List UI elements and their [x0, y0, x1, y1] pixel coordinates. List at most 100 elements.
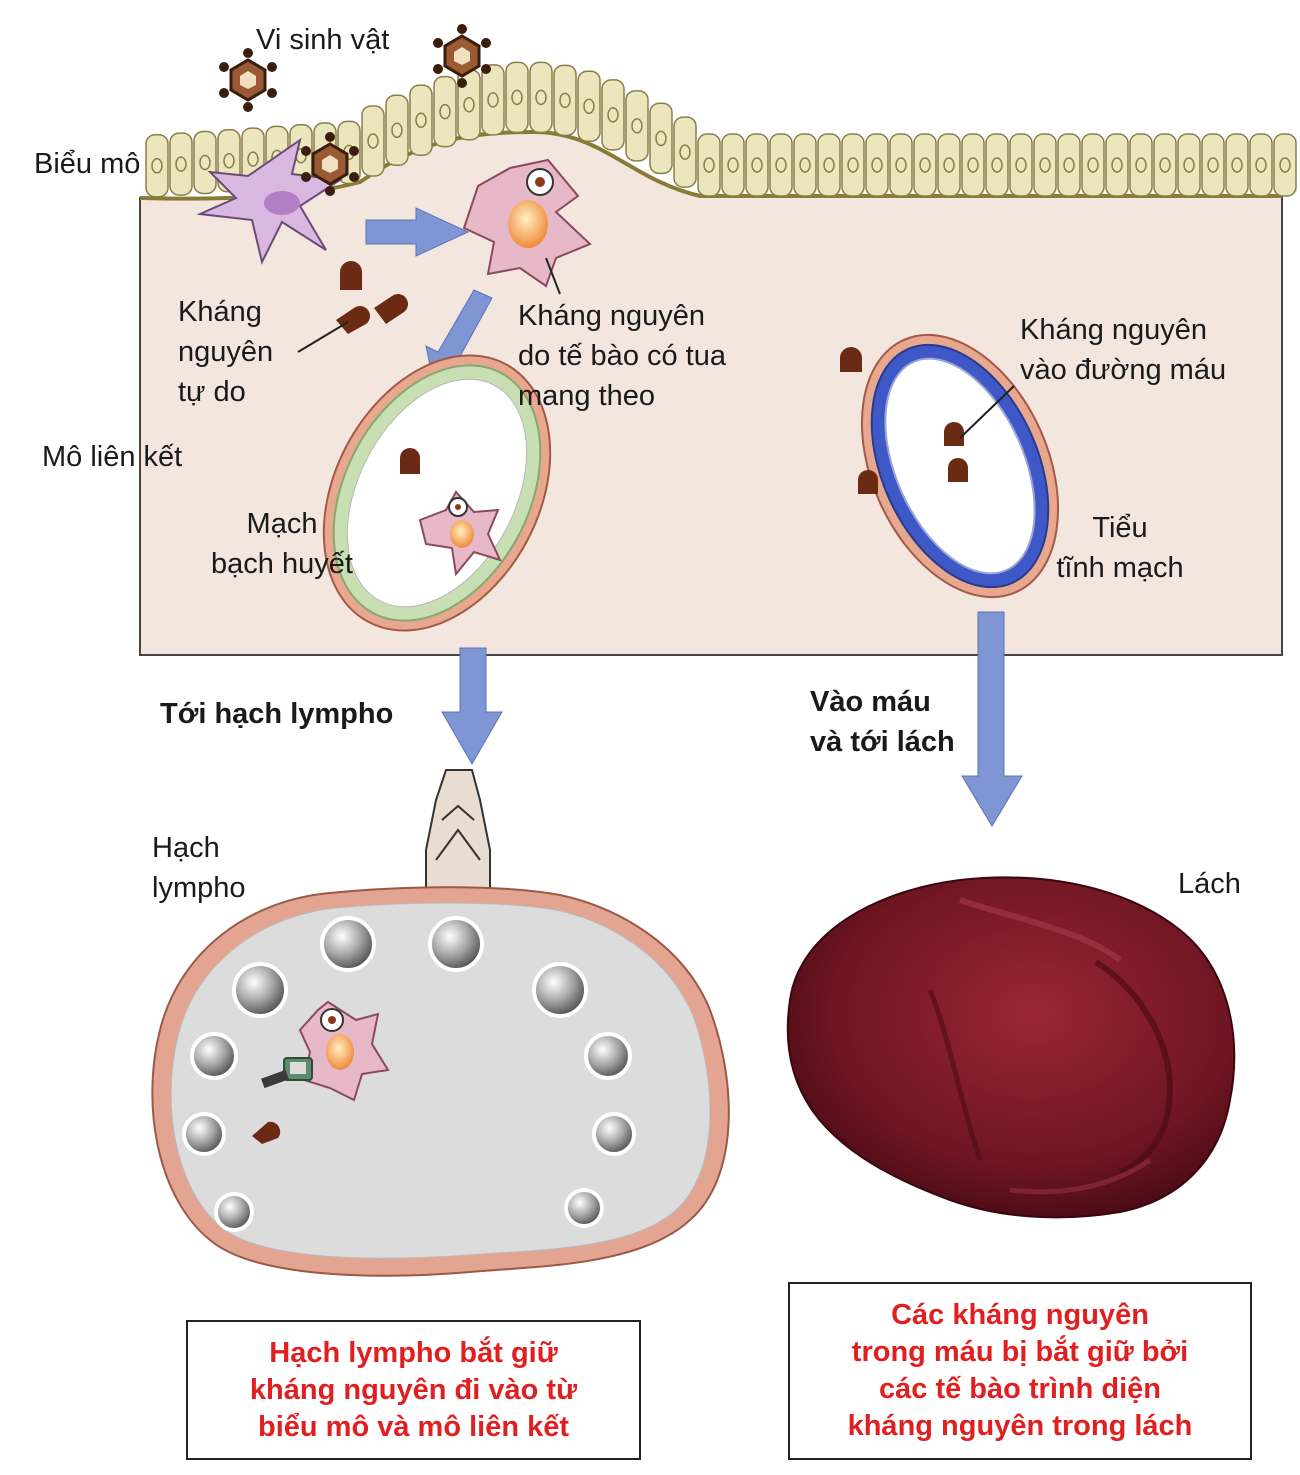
epithelial-cell [745, 133, 769, 197]
cell-nucleus [508, 200, 548, 248]
epithelial-cell [481, 64, 505, 136]
processed-antigen-icon [328, 1016, 336, 1024]
epithelial-nucleus [583, 98, 595, 115]
epithelial-nucleus [1207, 157, 1219, 173]
lymphoid-follicle [584, 1032, 632, 1080]
lymph-node-caption: Hạch lympho bắt giữ kháng nguyên đi vào … [186, 1320, 641, 1460]
epithelial-cell [1273, 133, 1297, 197]
epithelial-cell [721, 133, 745, 197]
venule-label: Tiểu tĩnh mạch [1040, 508, 1200, 588]
epithelial-nucleus [631, 118, 643, 134]
epithelial-nucleus [1111, 157, 1123, 173]
epithelial-nucleus [967, 157, 979, 173]
epithelial-nucleus [511, 89, 523, 106]
microbe-icon [301, 132, 359, 196]
lymph-node-label: Hạch lympho [152, 828, 246, 908]
epithelial-nucleus [655, 130, 667, 147]
epithelial-nucleus [943, 157, 955, 173]
epithelial-cell [985, 133, 1009, 197]
connective-tissue-label: Mô liên kết [42, 441, 183, 473]
label-line: Tiểu [1092, 512, 1148, 544]
epithelial-cell [1177, 133, 1201, 197]
caption-line: kháng nguyên trong lách [847, 1410, 1193, 1442]
to-blood-spleen-label: Vào máu và tới lách [810, 682, 955, 762]
cell-nucleus [326, 1034, 354, 1070]
epithelium-label: Biểu mô [34, 148, 141, 180]
epithelial-cell [1129, 133, 1153, 197]
caption-line: trong máu bị bắt giữ bởi [851, 1336, 1189, 1368]
epithelial-cell [673, 116, 697, 188]
epithelial-cell [553, 64, 577, 137]
epithelial-nucleus [199, 154, 211, 171]
epithelial-cell [841, 133, 865, 197]
epithelial-cell [697, 133, 721, 197]
epithelial-cell [865, 133, 889, 197]
label-line: lympho [152, 872, 246, 904]
label-line: tĩnh mạch [1056, 552, 1184, 584]
to-lymph-node-label: Tới hạch lympho [160, 698, 394, 730]
epithelial-nucleus [151, 158, 163, 174]
epithelial-cell [505, 61, 529, 134]
t-cell-receptor-icon [261, 1057, 313, 1089]
arrow-to-lymph-node [441, 647, 503, 766]
epithelial-nucleus [463, 96, 475, 113]
epithelial-cell [625, 90, 649, 162]
epithelial-cell [1249, 133, 1273, 197]
label-line: do tế bào có tua [518, 340, 726, 372]
epithelial-cell [601, 79, 625, 151]
epithelial-nucleus [727, 157, 739, 173]
caption-line: biểu mô và mô liên kết [257, 1410, 570, 1443]
antigen-icon [400, 448, 420, 474]
label-line: nguyên [178, 336, 274, 368]
cell-nucleus [264, 191, 300, 215]
lymphoid-follicle [592, 1112, 636, 1156]
caption-line: các tế bào trình diện [879, 1373, 1161, 1405]
lymph-vessel-label: Mạch bạch huyết [196, 504, 368, 584]
epithelial-nucleus [919, 157, 931, 173]
epithelial-nucleus [991, 157, 1003, 173]
cell-nucleus [450, 520, 474, 548]
lymphoid-follicle [214, 1192, 254, 1232]
caption-line: kháng nguyên đi vào từ [249, 1373, 578, 1406]
caption-line: Các kháng nguyên [891, 1299, 1149, 1331]
free-antigen-icon [840, 347, 862, 372]
epithelial-cell [409, 84, 433, 157]
spleen [786, 876, 1236, 1219]
free-antigen-icon [374, 294, 408, 324]
epithelial-nucleus [439, 103, 451, 120]
epithelial-nucleus [1063, 157, 1075, 173]
epithelial-cell [361, 105, 385, 177]
epithelial-cell [145, 134, 169, 198]
epithelial-nucleus [487, 92, 499, 108]
leader-line [959, 385, 1015, 439]
lymphoid-follicle [232, 962, 288, 1018]
processed-antigen-icon [535, 177, 545, 187]
epithelial-cell [913, 133, 937, 197]
epithelial-nucleus [1279, 157, 1291, 173]
epithelial-cell [169, 132, 193, 196]
lymphoid-follicle [532, 962, 588, 1018]
free-antigen-icon [340, 261, 362, 290]
lymphoid-follicle [190, 1032, 238, 1080]
epithelial-nucleus [175, 156, 187, 172]
epithelial-cell [793, 133, 817, 197]
leader-line [297, 321, 349, 353]
epithelial-cell [1105, 133, 1129, 197]
epithelial-nucleus [799, 157, 811, 173]
caption-line: Hạch lympho bắt giữ [269, 1336, 558, 1369]
migration-arrow [365, 207, 470, 257]
spleen-label: Lách [1178, 868, 1241, 900]
epithelial-nucleus [703, 157, 715, 173]
free-antigen-icon [336, 305, 370, 334]
epithelial-nucleus [415, 112, 427, 129]
epithelial-cell [1009, 133, 1033, 197]
label-line: tự do [178, 376, 246, 408]
epithelial-cell [1057, 133, 1081, 197]
epithelial-nucleus [223, 153, 235, 169]
epithelial-cell [1225, 133, 1249, 197]
label-line: và tới lách [810, 726, 955, 758]
epithelial-cell [433, 75, 457, 148]
blood-antigen-label: Kháng nguyên vào đường máu [1020, 310, 1226, 390]
epithelial-cell [817, 133, 841, 197]
